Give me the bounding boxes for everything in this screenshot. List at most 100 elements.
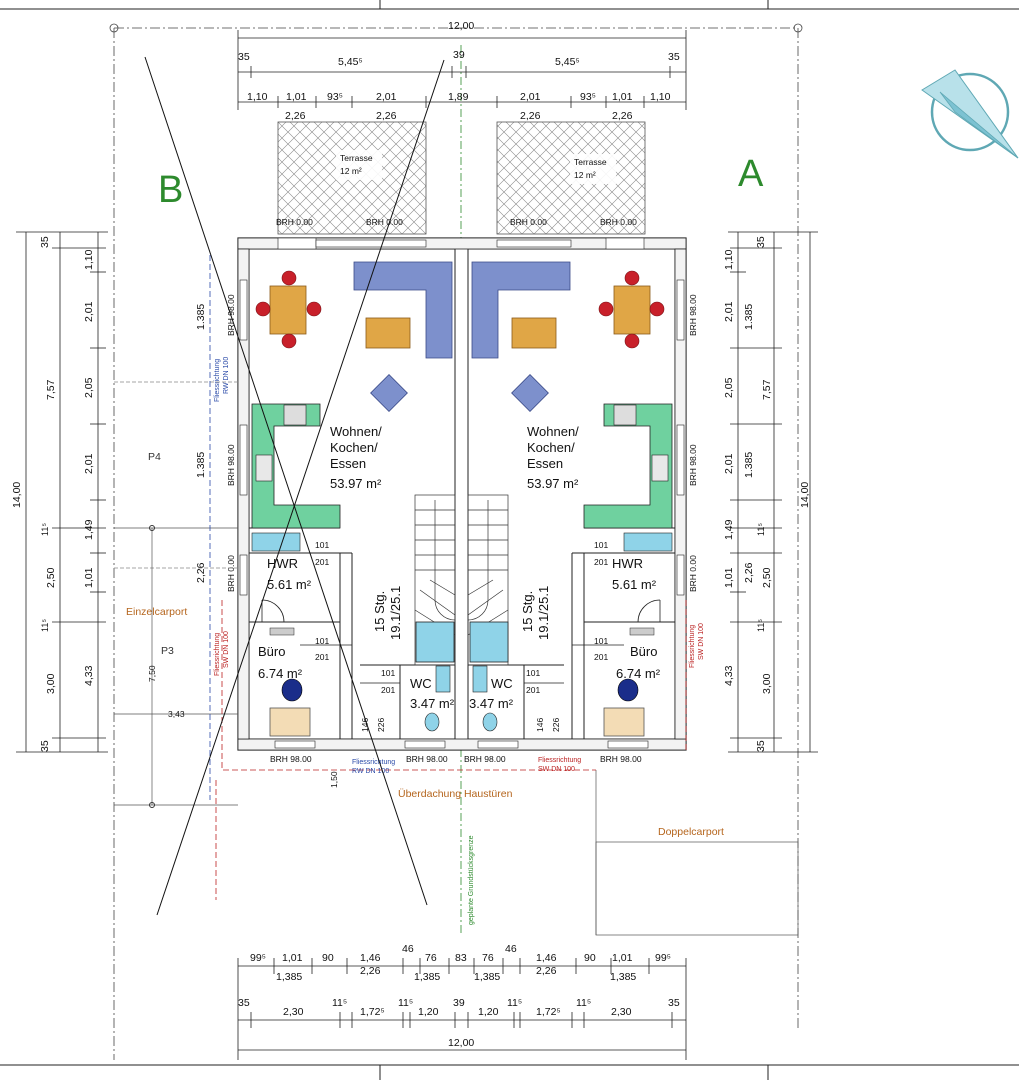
right-inner-201b: 2,01 bbox=[723, 453, 735, 474]
flow-rw-bottom-1: Fliessrichtung bbox=[352, 759, 395, 766]
flow-sw-bottom-2: SW DN 100 bbox=[538, 766, 575, 773]
top-dimensions bbox=[237, 30, 687, 110]
door-226-r: 226 bbox=[551, 718, 561, 732]
top-r3-6: 93⁵ bbox=[580, 91, 596, 103]
sofa-left bbox=[353, 261, 453, 359]
carport-lines bbox=[114, 381, 238, 569]
bot-r1-9: 1,46 bbox=[536, 952, 557, 964]
hwr-cabinet-left bbox=[251, 532, 301, 552]
brh-top-4: BRH 0.00 bbox=[600, 217, 637, 227]
kitchen-right bbox=[583, 403, 673, 529]
dining-chairs bbox=[255, 270, 665, 349]
right-inner-35-bottom: 35 bbox=[755, 740, 767, 752]
armchair-right bbox=[511, 374, 549, 412]
flow-rw-left-2: RW DN 100 bbox=[223, 357, 230, 394]
top-r3-sub-1: 2,26 bbox=[376, 110, 397, 122]
bot-r1-sub-0: 1,385 bbox=[276, 971, 302, 983]
sink-right bbox=[472, 665, 488, 693]
bot-r2-5: 1,20 bbox=[418, 1006, 439, 1018]
top-r3-8: 1,10 bbox=[650, 91, 671, 103]
bot-r2-8: 11⁵ bbox=[507, 997, 522, 1009]
living-left-line2: Kochen/ bbox=[330, 440, 378, 455]
door-201-hwr-r: 201 bbox=[594, 557, 608, 567]
bot-r1-sub-4: 2,26 bbox=[536, 965, 557, 977]
buero-left-name: Büro bbox=[258, 644, 285, 659]
left-dimensions bbox=[16, 231, 108, 753]
hob-left bbox=[283, 404, 307, 426]
left-inner-115b: 11⁵ bbox=[40, 619, 50, 632]
living-right-line2: Kochen/ bbox=[527, 440, 575, 455]
ueberdachung-label: Überdachung Haustüren bbox=[398, 788, 513, 800]
terrace-left-label: Terrasse bbox=[340, 153, 373, 163]
top-r3-sub-3: 2,26 bbox=[612, 110, 633, 122]
bot-r2-11: 2,30 bbox=[611, 1006, 632, 1018]
living-right-line3: Essen bbox=[527, 456, 563, 471]
right-mid-757: 7,57 bbox=[761, 379, 773, 400]
desk-left bbox=[269, 707, 311, 737]
top-r3-sub-2: 2,26 bbox=[520, 110, 541, 122]
coffee-table-right bbox=[511, 317, 557, 349]
left-mid-757: 7,57 bbox=[45, 379, 57, 400]
right-inner-205: 2,05 bbox=[723, 377, 735, 398]
door-201-wc-r: 201 bbox=[526, 685, 540, 695]
section-lines bbox=[144, 56, 445, 916]
left-inner-101: 1,01 bbox=[83, 567, 95, 588]
left-near-1385-a: 1.385 bbox=[195, 304, 207, 330]
left-inner-115a: 11⁵ bbox=[40, 523, 50, 536]
flow-sw-left-2: SW DN 100 bbox=[223, 631, 230, 668]
office-chair-right bbox=[617, 678, 639, 702]
building-walls bbox=[237, 237, 687, 751]
left-inner-250: 2,50 bbox=[45, 567, 57, 588]
brh-top-1: BRH 0.00 bbox=[276, 217, 313, 227]
door-201-buero-r: 201 bbox=[594, 652, 608, 662]
right-near-1385-b: 1.385 bbox=[743, 452, 755, 478]
armchair-left bbox=[370, 374, 408, 412]
top-dim-35-left: 35 bbox=[238, 51, 250, 63]
terrace-left-area: 12 m² bbox=[340, 166, 362, 176]
stairs-right-line1: 15 Stg. bbox=[520, 591, 535, 632]
right-near-226: 2,26 bbox=[743, 562, 755, 583]
top-r3-1: 1,01 bbox=[286, 91, 307, 103]
buero-right-area: 6.74 m² bbox=[616, 666, 661, 681]
brh-right-3: BRH 0.00 bbox=[688, 555, 698, 592]
drainage-lines bbox=[209, 255, 687, 900]
right-inner-101: 1,01 bbox=[723, 567, 735, 588]
toilet-left bbox=[424, 712, 440, 732]
door-101-hwr-r: 101 bbox=[594, 540, 608, 550]
buero-right-name: Büro bbox=[630, 644, 657, 659]
kitchen-sink-right bbox=[651, 454, 669, 482]
brh-left-2: BRH 98.00 bbox=[226, 444, 236, 486]
left-inner-201a: 2,01 bbox=[83, 301, 95, 322]
bot-r2-2: 11⁵ bbox=[332, 997, 347, 1009]
interior-walls bbox=[249, 527, 675, 739]
bot-r1-0: 99⁵ bbox=[250, 952, 266, 964]
stairs-left-line2: 19.1/25.1 bbox=[388, 586, 403, 640]
bot-overall: 12,00 bbox=[448, 1037, 474, 1049]
flow-rw-left-1: Fliessrichtung bbox=[214, 359, 221, 402]
right-inner-201a: 2,01 bbox=[723, 301, 735, 322]
bot-r2-3: 1,72⁵ bbox=[360, 1006, 385, 1018]
left-mid-433: 4,33 bbox=[83, 665, 95, 686]
right-inner-35-top: 35 bbox=[755, 236, 767, 248]
top-r3-7: 1,01 bbox=[612, 91, 633, 103]
brh-top-2: BRH 0.00 bbox=[366, 217, 403, 227]
hwr-cabinet-right bbox=[623, 532, 673, 552]
brh-left-3: BRH 0.00 bbox=[226, 555, 236, 592]
section-letter-a: A bbox=[738, 153, 764, 195]
door-101-hwr-l: 101 bbox=[315, 540, 329, 550]
flow-sw-bottom-1: Fliessrichtung bbox=[538, 757, 581, 764]
terrace-right-area: 12 m² bbox=[574, 170, 596, 180]
left-near-1385-b: 1.385 bbox=[195, 452, 207, 478]
stairs-left-line1: 15 Stg. bbox=[372, 591, 387, 632]
door-101-wc-l: 101 bbox=[381, 668, 395, 678]
right-near-1385-a: 1.385 bbox=[743, 304, 755, 330]
bot-r1-12: 99⁵ bbox=[655, 952, 671, 964]
top-r3-sub-0: 2,26 bbox=[285, 110, 306, 122]
bot-r1-sub-5: 1,385 bbox=[610, 971, 636, 983]
door-226-l: 226 bbox=[376, 718, 386, 732]
brh-bottom-3: BRH 98.00 bbox=[464, 754, 506, 764]
dim-343: 3,43 bbox=[168, 709, 185, 719]
dim-750: 7,50 bbox=[147, 665, 157, 682]
bot-r1-2: 90 bbox=[322, 952, 334, 964]
